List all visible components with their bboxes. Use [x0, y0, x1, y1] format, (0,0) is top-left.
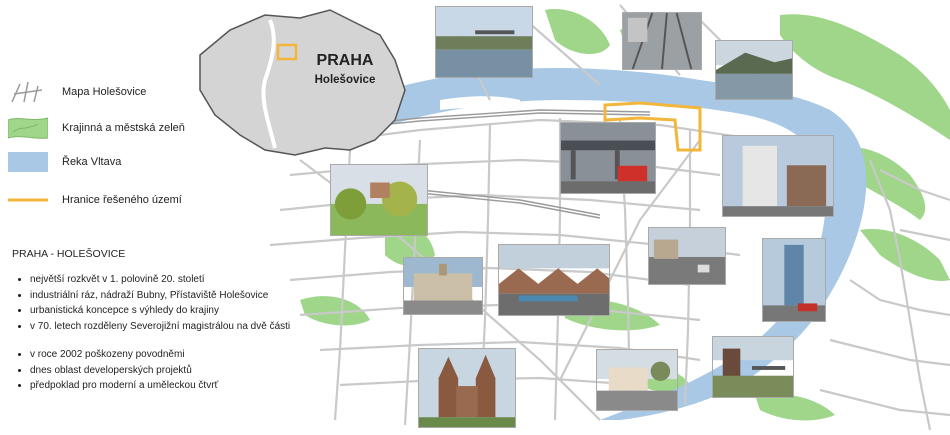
list-item: v 70. letech rozděleny Severojižní magis… — [30, 319, 342, 335]
prague-inset-map — [199, 9, 406, 156]
photo-small-house — [596, 349, 678, 411]
photo-church — [418, 348, 516, 428]
notes-history-list: největší rozkvět v 1. polovině 20. stole… — [12, 272, 342, 334]
legend-label-boundary: Hranice řešeného území — [62, 194, 182, 206]
river-legend-icon — [8, 152, 48, 172]
photo-river-hills — [715, 40, 793, 100]
legend-item-green: Krajinná a městská zeleň — [8, 116, 185, 140]
photo-street-view — [648, 227, 726, 285]
notes-title: PRAHA - HOLEŠOVICE — [12, 248, 126, 260]
legend-item-streets: Mapa Holešovice — [8, 80, 146, 104]
list-item: v roce 2002 poškozeny povodněmi — [30, 347, 342, 363]
photo-glass-tower — [762, 238, 826, 322]
legend-item-river: Řeka Vltava — [8, 150, 121, 174]
inset-highlight-box — [276, 43, 298, 61]
green-legend-icon — [8, 117, 48, 139]
photo-exhibition-palace — [403, 257, 483, 315]
list-item: předpoklad pro moderní a uměleckou čtvrť — [30, 378, 342, 394]
study-area-boundary — [603, 101, 702, 152]
photo-riverside-bridge — [435, 6, 533, 78]
photo-bubny-station — [498, 244, 610, 316]
list-item: urbanistická koncepce s výhledy do kraji… — [30, 303, 342, 319]
boundary-legend-icon — [8, 198, 48, 202]
legend-item-boundary: Hranice řešeného území — [8, 188, 182, 212]
legend-label-green: Krajinná a městská zeleň — [62, 122, 185, 134]
inset-district-label: Holešovice — [314, 74, 376, 86]
photo-industrial-courtyard — [712, 336, 794, 398]
streets-legend-icon — [11, 81, 43, 103]
legend-label-streets: Mapa Holešovice — [62, 86, 147, 98]
inset-city-label: PRAHA — [316, 52, 374, 69]
legend-label-river: Řeka Vltava — [62, 156, 122, 168]
photo-park-trees — [330, 164, 428, 236]
notes-current-list: v roce 2002 poškozeny povodněmi dnes obl… — [12, 347, 342, 394]
list-item: dnes oblast developerských projektů — [30, 363, 342, 379]
photo-modern-building — [722, 135, 834, 217]
list-item: industriální ráz, nádraží Bubny, Přístav… — [30, 288, 342, 304]
photo-overpass-red-car — [560, 122, 656, 194]
list-item: největší rozkvět v 1. polovině 20. stole… — [30, 272, 342, 288]
district-notes: PRAHA - HOLEŠOVICE největší rozkvět v 1.… — [12, 248, 342, 394]
photo-railway-tracks — [622, 12, 702, 70]
